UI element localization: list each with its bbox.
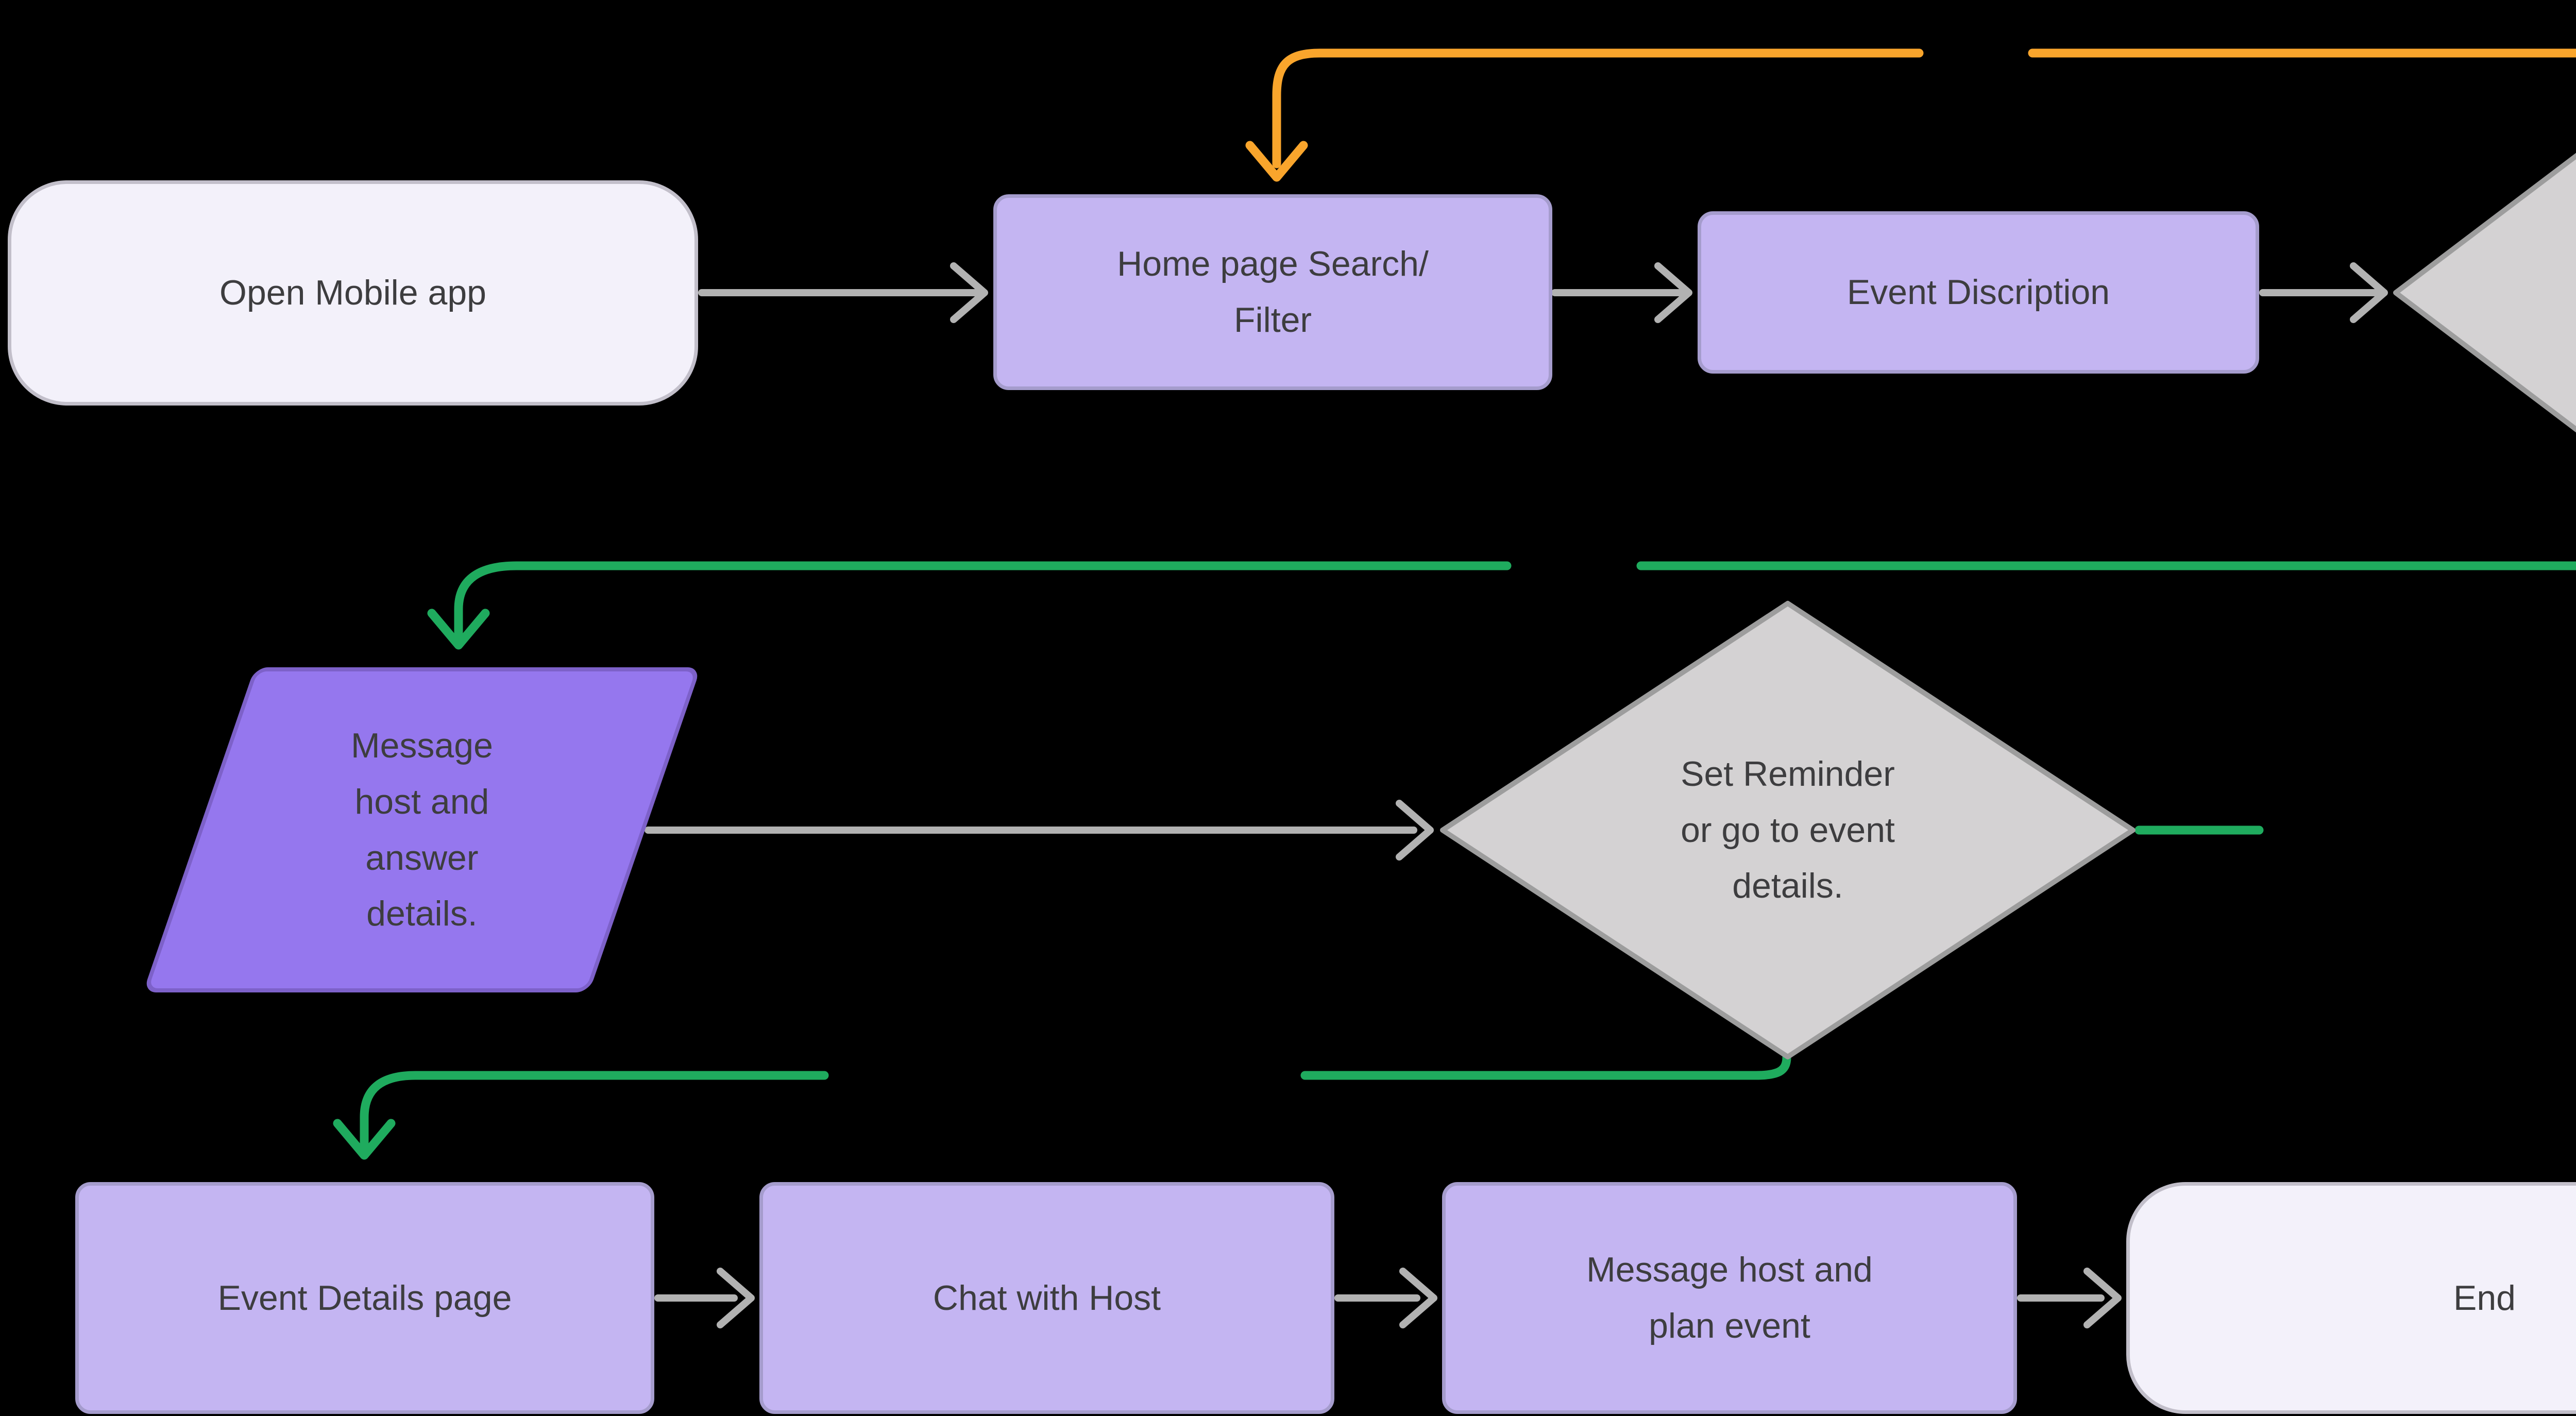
interested-diamond-shape (2393, 153, 2576, 433)
edge-interested-to-home-search-loop[interactable] (1245, 48, 2576, 182)
node-event-description-label: Event Discription (1846, 273, 2110, 312)
node-end-label: End (2453, 1278, 2516, 1318)
node-chat-with-host-label: Chat with Host (933, 1278, 1161, 1318)
edge-message-host-to-set-reminder[interactable] (645, 800, 1434, 861)
node-set-reminder-label: Set Reminder or go to event details. (1681, 754, 1895, 906)
edge-set-reminder-to-event-details[interactable] (333, 1053, 1791, 1160)
edge-chat-to-plan[interactable] (1334, 1268, 1437, 1328)
node-set-reminder[interactable]: Set Reminder or go to event details. (1437, 598, 2138, 1062)
node-message-host-details-label: Message host and answer details. (351, 726, 493, 934)
node-start-label: Open Mobile app (219, 273, 486, 313)
edge-plan-to-end[interactable] (2017, 1268, 2122, 1328)
node-chat-with-host[interactable]: Chat with Host (759, 1182, 1334, 1414)
node-home-search[interactable]: Home page Search/ Filter (993, 194, 1552, 390)
edge-interested-to-message-host[interactable] (427, 505, 2576, 650)
node-message-host-plan[interactable]: Message host and plan event (1442, 1182, 2017, 1414)
edge-start-to-home-search[interactable] (698, 262, 988, 323)
edge-event-description-to-interested[interactable] (2259, 262, 2388, 323)
node-event-details-page[interactable]: Event Details page (75, 1182, 654, 1414)
node-end[interactable]: End (2126, 1182, 2576, 1414)
edge-event-details-to-chat[interactable] (654, 1268, 755, 1328)
node-home-search-label: Home page Search/ Filter (1117, 244, 1429, 340)
node-event-details-page-label: Event Details page (217, 1278, 512, 1318)
node-interested[interactable]: Interested? (2391, 78, 2576, 507)
set-reminder-diamond-shape (1440, 601, 2136, 1059)
edge-home-search-to-event-description[interactable] (1551, 262, 1692, 323)
node-interested-label: Interested? (2391, 78, 2576, 507)
node-start[interactable]: Open Mobile app (8, 180, 698, 406)
node-event-description[interactable]: Event Discription (1698, 211, 2259, 374)
node-message-host-plan-label: Message host and plan event (1586, 1250, 1873, 1345)
edge-set-reminder-dangling[interactable] (2134, 793, 2576, 868)
